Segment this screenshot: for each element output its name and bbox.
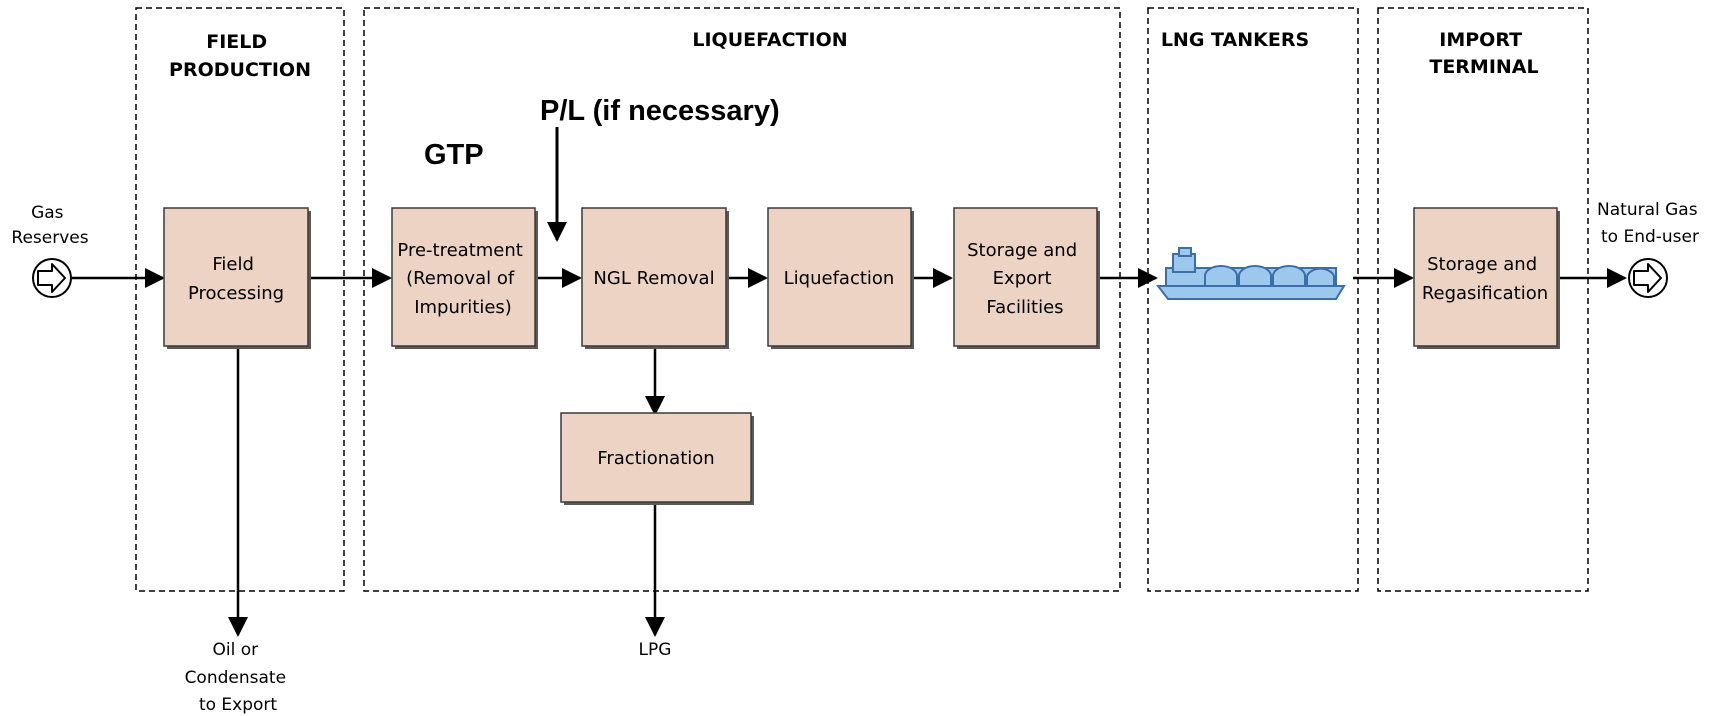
- box-ngl-removal: NGL Removal: [581, 207, 729, 349]
- label-gas-reserves: Gas Reserves: [11, 203, 88, 248]
- section-lng-tankers: [1147, 7, 1359, 592]
- section-title-lng-tankers: LNG TANKERS: [1161, 29, 1309, 51]
- box-label: Pre-treatment (Removal of Impurities): [397, 240, 528, 318]
- box-storage-export: Storage and Export Facilities: [953, 207, 1100, 349]
- section-title-import-terminal: IMPORT TERMINAL: [1429, 29, 1538, 78]
- box-pretreatment: Pre-treatment (Removal of Impurities): [391, 207, 538, 349]
- box-field-processing: Field Processing: [163, 207, 311, 349]
- gtp-annotation: GTP: [424, 139, 484, 171]
- box-label: Storage and Export Facilities: [967, 240, 1083, 318]
- pl-annotation: P/L (if necessary): [540, 95, 780, 127]
- box-liquefaction: Liquefaction: [767, 207, 914, 349]
- box-label: Field Processing: [188, 254, 284, 304]
- section-field-production: [135, 7, 345, 592]
- label-oil-condensate-export: Oil or Condensate to Export: [185, 640, 292, 715]
- section-import-terminal: [1377, 7, 1589, 592]
- box-label: Liquefaction: [784, 268, 895, 289]
- box-label: Fractionation: [597, 448, 714, 469]
- flow-outlet-icon: [1628, 258, 1668, 298]
- box-storage-regasification: Storage and Regasification: [1413, 207, 1560, 349]
- box-label: Storage and Regasification: [1422, 254, 1548, 304]
- flow-inlet-icon: [32, 258, 72, 298]
- box-fractionation: Fractionation: [560, 412, 754, 505]
- section-title-field-production: FIELD PRODUCTION: [169, 31, 311, 81]
- section-title-liquefaction: LIQUEFACTION: [692, 29, 847, 51]
- lng-tanker-ship-icon: [1155, 247, 1346, 300]
- label-natural-gas-end-user: Natural Gas to End-user: [1597, 200, 1703, 247]
- box-label: NGL Removal: [593, 268, 714, 289]
- label-lpg: LPG: [639, 640, 672, 660]
